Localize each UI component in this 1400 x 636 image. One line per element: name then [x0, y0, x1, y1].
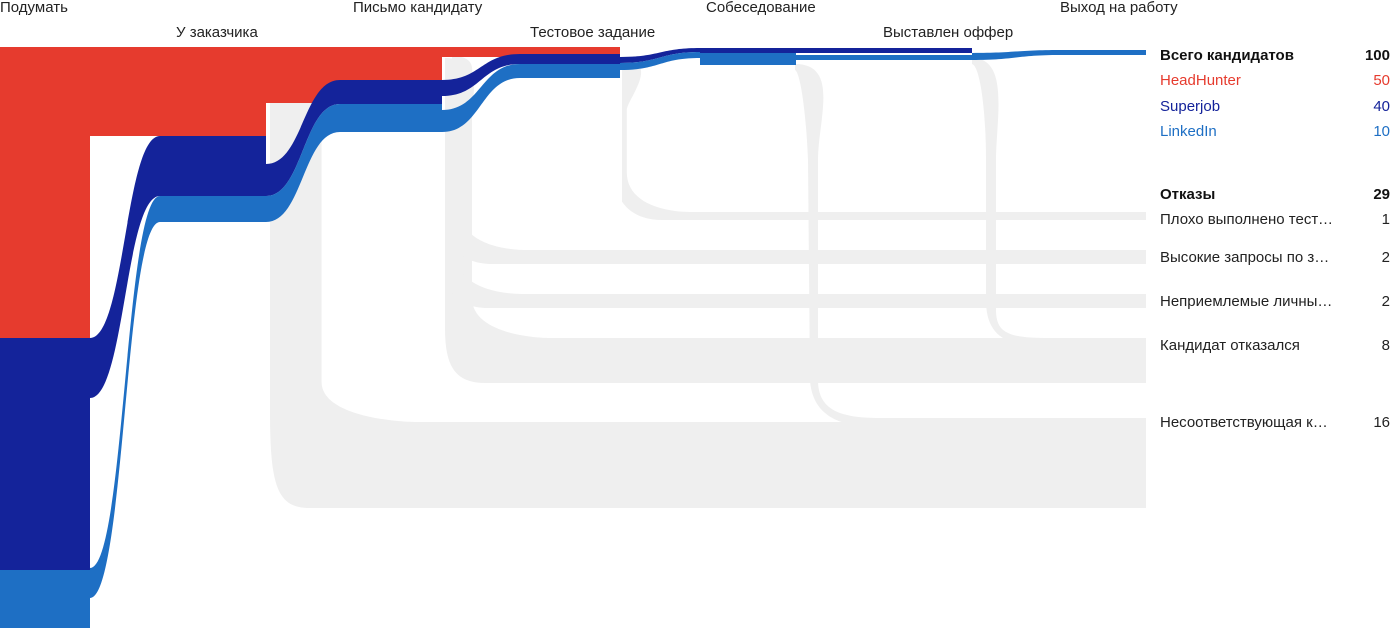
legend-rejection-high-salary[interactable]: Высокие запросы по зарплате 2: [1160, 248, 1390, 268]
legend-source-headhunter[interactable]: HeadHunter 50: [1160, 71, 1390, 91]
legend-source-value: 50: [1373, 72, 1390, 89]
flow-linkedin-s3: [520, 64, 620, 78]
stage-label-think: Подумать: [0, 0, 68, 16]
flow-linkedin-start: [0, 570, 90, 628]
flow-superjob-s4: [700, 48, 972, 53]
legend-rejection-value: 8: [1381, 337, 1390, 354]
rejection-flow-personal: [448, 66, 1146, 308]
stage-label-at-client: У заказчика: [176, 24, 258, 41]
flow-linkedin-s2-s3: [442, 64, 520, 132]
legend-source-value: 10: [1373, 123, 1390, 140]
flow-linkedin-s0-s1: [90, 196, 160, 598]
legend-total: Всего кандидатов 100: [1160, 46, 1390, 66]
legend-rejections-total: Отказы 29: [1160, 185, 1390, 205]
legend-rejection-value: 2: [1381, 249, 1390, 266]
legend-rejection-declined[interactable]: Кандидат отказался 8: [1160, 336, 1390, 356]
flow-linkedin-s2: [340, 104, 442, 132]
legend-rejection-value: 1: [1381, 211, 1390, 228]
rejection-flow-salary: [452, 56, 1146, 264]
flow-superjob-s1: [160, 136, 266, 196]
legend-rejection-label: Кандидат отказался: [1160, 337, 1300, 354]
flow-linkedin-s3-s4: [620, 52, 700, 70]
flow-superjob-s2-s3: [442, 54, 520, 96]
stage-label-hired: Выход на работу: [1060, 0, 1178, 16]
legend-rejection-value: 2: [1381, 293, 1390, 310]
legend-total-value: 100: [1364, 47, 1390, 64]
legend-rejection-personal[interactable]: Неприемлемые личные качества 2: [1160, 292, 1390, 312]
flow-headhunter-s0-s1: [90, 47, 266, 136]
flow-superjob-s2: [340, 80, 442, 104]
flow-linkedin-s1-s2: [266, 104, 340, 222]
flow-superjob-s0-s1: [90, 136, 160, 398]
legend-rejection-qualification[interactable]: Несоответствующая квалификация 16: [1160, 413, 1390, 433]
legend-source-value: 40: [1373, 98, 1390, 115]
flow-superjob-s3: [520, 54, 620, 64]
legend-rejection-label: Неприемлемые личные качества: [1160, 293, 1335, 310]
flow-headhunter-s2-s3: [442, 47, 620, 57]
flow-linkedin-s1: [160, 196, 266, 222]
flow-linkedin-s4b: [796, 55, 972, 60]
legend-rejections-label: Отказы: [1160, 186, 1216, 203]
flow-linkedin-s5-s6: [972, 50, 1060, 60]
legend-source-superjob[interactable]: Superjob 40: [1160, 97, 1390, 117]
legend-rejection-value: 16: [1373, 414, 1390, 431]
rejection-flow-bad-test: [622, 60, 1146, 220]
legend-source-linkedin[interactable]: LinkedIn 10: [1160, 122, 1390, 142]
flow-superjob-s1-s2: [266, 80, 340, 196]
legend-rejections-value: 29: [1373, 186, 1390, 203]
flow-linkedin-s6: [1060, 50, 1146, 55]
flow-superjob-s3-s4: [620, 48, 700, 63]
flow-superjob-start: [0, 338, 90, 570]
rejection-flow-declined: [445, 58, 1146, 383]
flow-linkedin-s4: [700, 53, 796, 65]
legend-rejection-bad-test[interactable]: Плохо выполнено тестовое задание 1: [1160, 210, 1390, 230]
flow-headhunter-start: [0, 47, 90, 338]
stage-label-interview: Собеседование: [706, 0, 816, 16]
legend-source-label: LinkedIn: [1160, 123, 1217, 140]
stage-label-letter: Письмо кандидату: [353, 0, 483, 16]
legend-total-label: Всего кандидатов: [1160, 47, 1294, 64]
stage-label-test-task: Тестовое задание: [530, 24, 656, 41]
rejection-flow-offer: [972, 58, 1146, 346]
legend-rejection-label: Высокие запросы по зарплате: [1160, 249, 1335, 266]
legend-source-label: Superjob: [1160, 98, 1221, 115]
legend-rejection-label: Плохо выполнено тестовое задание: [1160, 211, 1335, 228]
rejection-flow-qualification: [270, 80, 1146, 508]
legend-rejection-label: Несоответствующая квалификация: [1160, 414, 1335, 431]
stage-label-offer: Выставлен оффер: [883, 24, 1014, 41]
legend-source-label: HeadHunter: [1160, 72, 1241, 89]
